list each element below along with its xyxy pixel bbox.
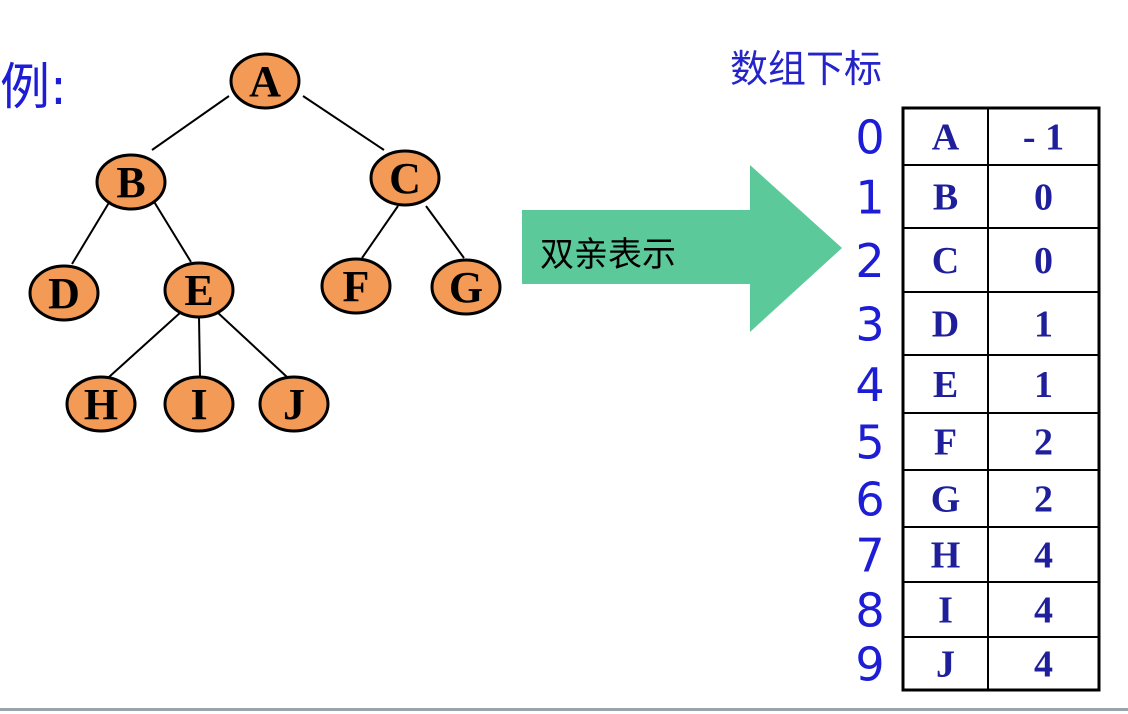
node-label: E	[184, 266, 213, 315]
edge-c-g	[425, 205, 465, 259]
array-index-label: 1	[855, 171, 884, 225]
data-cell: C	[932, 240, 959, 282]
example-label: 例:	[0, 58, 67, 116]
node-label: B	[116, 158, 145, 207]
tree-node-f: F	[320, 257, 392, 315]
node-label: J	[283, 380, 305, 429]
edge-c-f	[361, 205, 399, 259]
edge-a-b	[151, 95, 230, 151]
array-index-label: 2	[855, 234, 884, 288]
edge-b-d	[71, 195, 114, 265]
arrow-label: 双亲表示	[540, 235, 676, 275]
tree-node-i: I	[163, 375, 235, 433]
edge-e-h	[108, 311, 182, 378]
data-cell: G	[931, 479, 961, 521]
tree-node-a: A	[229, 52, 301, 110]
parent-cell: 2	[1034, 422, 1053, 464]
node-circle	[258, 375, 330, 433]
node-label: F	[343, 262, 370, 311]
array-index-label: 8	[855, 584, 884, 638]
array-index-label: 6	[855, 473, 884, 527]
table-border	[901, 106, 1101, 692]
node-circle	[320, 257, 392, 315]
parent-cell: 0	[1034, 240, 1053, 282]
node-label: A	[249, 57, 281, 106]
data-cell: E	[933, 364, 958, 406]
table-row: A - 1	[932, 117, 1064, 159]
data-cell: H	[931, 535, 961, 577]
data-cell: J	[936, 644, 955, 686]
tree-node-e: E	[163, 261, 235, 319]
conversion-arrow: 双亲表示	[522, 165, 842, 332]
data-cell: F	[934, 422, 957, 464]
node-circle	[65, 375, 137, 433]
array-index-label: 4	[855, 358, 884, 412]
node-circle	[163, 375, 235, 433]
data-cell: A	[932, 117, 960, 159]
right-arrow-icon	[522, 165, 842, 332]
parent-cell: 4	[1034, 644, 1053, 686]
array-index-label: 7	[855, 529, 884, 583]
node-label: D	[48, 269, 80, 318]
footer-divider	[0, 708, 1128, 711]
node-label: C	[389, 154, 421, 203]
node-circle	[369, 149, 441, 207]
tree-nodes: A B C D E F G H I J	[28, 52, 502, 433]
parent-cell: 2	[1034, 479, 1053, 521]
tree-edges	[71, 95, 465, 378]
edge-e-j	[216, 311, 288, 378]
node-circle	[430, 258, 502, 316]
node-circle	[28, 264, 100, 322]
node-label: I	[190, 380, 207, 429]
edge-b-e	[152, 199, 192, 263]
parent-cell: - 1	[1023, 117, 1064, 159]
parent-cell: 4	[1034, 590, 1053, 632]
node-label: H	[84, 380, 118, 429]
node-circle	[163, 261, 235, 319]
data-cell: D	[932, 304, 959, 346]
parent-cell: 1	[1034, 364, 1053, 406]
array-index-label: 0	[855, 111, 884, 165]
parent-cell: 1	[1034, 304, 1053, 346]
node-circle	[95, 153, 167, 211]
tree-node-b: B	[95, 153, 167, 211]
tree-node-c: C	[369, 149, 441, 207]
tree-node-g: G	[430, 258, 502, 316]
tree-node-h: H	[65, 375, 137, 433]
data-cell: B	[933, 177, 958, 219]
data-cell: I	[938, 590, 953, 632]
node-label: G	[449, 263, 483, 312]
array-index-label: 3	[855, 298, 884, 352]
parent-cell: 4	[1034, 535, 1053, 577]
node-circle	[229, 52, 301, 110]
parent-cell: 0	[1034, 177, 1053, 219]
array-index-caption: 数组下标	[730, 47, 883, 91]
array-index-label: 5	[855, 416, 884, 470]
tree-node-d: D	[28, 264, 100, 322]
edge-a-c	[302, 95, 385, 151]
edge-e-i	[198, 316, 201, 378]
tree-node-j: J	[258, 375, 330, 433]
array-index-label: 9	[855, 638, 884, 692]
